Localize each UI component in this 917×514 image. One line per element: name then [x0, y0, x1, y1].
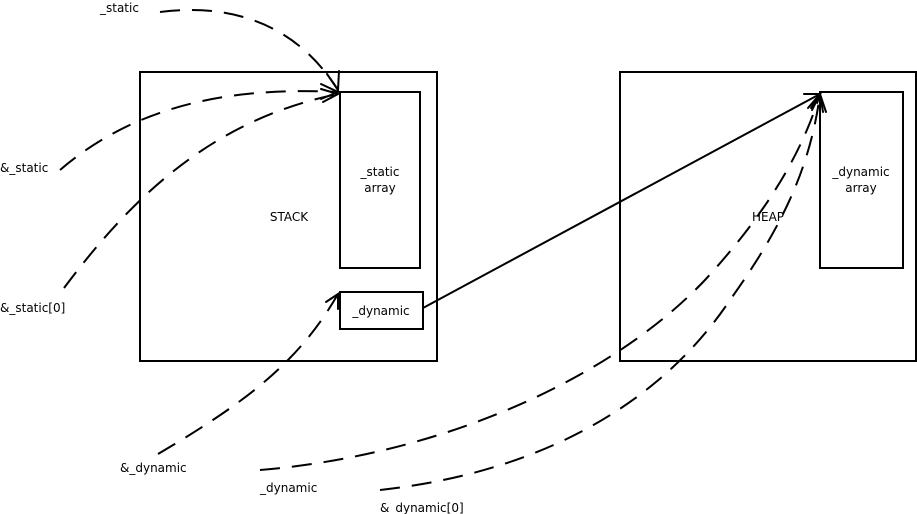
arrow-addr-static-to-static-array — [59, 90, 339, 171]
static-array-box — [339, 91, 421, 269]
expr-addr-static-0-label: &_static[0] — [0, 301, 65, 315]
arrow-addr-static-0-to-static-array — [63, 93, 339, 289]
arrow-static-head — [326, 70, 340, 93]
stack-label: STACK — [270, 210, 309, 224]
dynamic-array-label-line2: array — [845, 181, 876, 195]
dynamic-pointer-box — [339, 291, 424, 330]
arrow-static-to-static-array — [159, 9, 339, 91]
static-array-label-line1: _static — [360, 165, 400, 179]
static-array-label-line2: array — [364, 181, 395, 195]
heap-label: HEAP — [752, 210, 784, 224]
expr-addr-dynamic-label: &_dynamic — [120, 461, 187, 475]
arrow-addr-dynamic-0-to-dynamic-array — [379, 93, 821, 491]
arrow-addr-dynamic-0-head — [811, 91, 827, 113]
arrow-addr-dynamic-to-dynamic-pointer — [157, 293, 339, 455]
dynamic-array-box — [819, 91, 904, 269]
expr-static-label: _static — [99, 1, 139, 15]
arrow-dynamic-pointer-to-dynamic-array — [422, 93, 821, 309]
arrow-addr-static-0-head — [320, 88, 341, 103]
expr-addr-static-label: &_static — [0, 161, 48, 175]
arrow-addr-dynamic-head — [325, 292, 339, 310]
expr-dynamic-label: _dynamic — [259, 481, 317, 495]
dynamic-pointer-label: _dynamic — [351, 304, 409, 318]
expr-addr-dynamic-0-label: &_dynamic[0] — [380, 501, 464, 514]
dynamic-array-label-line1: _dynamic — [831, 165, 889, 179]
arrow-dynamic-to-dynamic-array — [259, 93, 821, 471]
